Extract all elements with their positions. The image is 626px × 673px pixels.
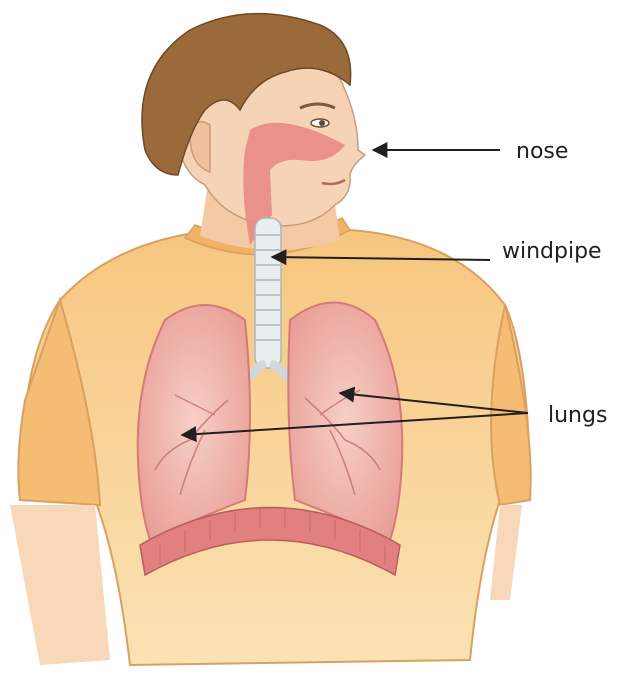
nose-label: nose: [516, 139, 568, 164]
windpipe-label: windpipe: [502, 239, 602, 264]
pupil: [319, 120, 325, 126]
left-arm: [10, 505, 110, 665]
lungs-label: lungs: [548, 403, 607, 428]
